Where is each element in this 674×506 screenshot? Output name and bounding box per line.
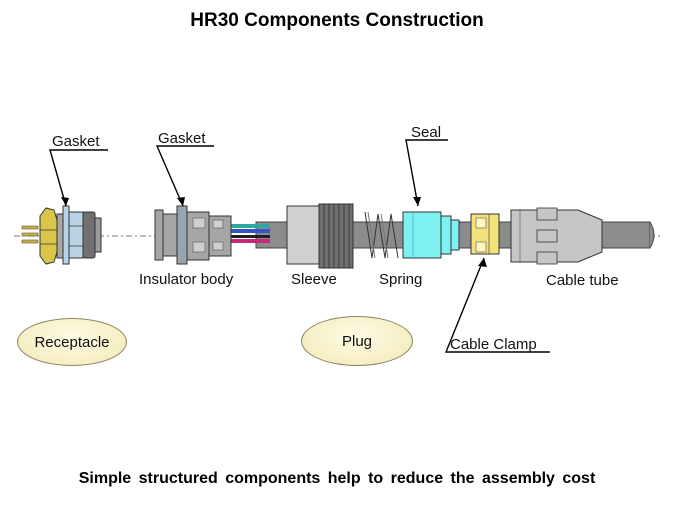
sleeve-part	[286, 203, 354, 269]
leader-arrowheads	[61, 197, 487, 267]
spring-part	[364, 211, 399, 259]
label-cable-clamp: Cable Clamp	[450, 336, 537, 353]
plug-gasket	[176, 205, 188, 265]
receptacle-gasket	[62, 205, 70, 265]
receptacle-rear-nut	[82, 211, 96, 259]
label-seal: Seal	[411, 124, 442, 141]
receptacle-pins	[21, 225, 39, 244]
plug-group-label: Plug	[341, 332, 373, 350]
receptacle-group-badge: Receptacle	[17, 318, 127, 366]
receptacle-part	[21, 205, 102, 265]
receptacle-group-label: Receptacle	[34, 333, 110, 351]
leader-gasket-receptacle	[49, 149, 108, 207]
receptacle-body	[68, 211, 84, 259]
label-sleeve: Sleeve	[291, 271, 337, 288]
receptacle-flange	[56, 213, 64, 259]
label-gasket-plug: Gasket	[158, 130, 206, 147]
seal-part	[402, 211, 460, 259]
footer-caption: Simple structured components help to red…	[78, 470, 596, 487]
label-gasket-receptacle: Gasket	[52, 133, 100, 150]
receptacle-hex-nut	[39, 207, 58, 265]
label-cable-tube: Cable tube	[546, 272, 619, 289]
cable-clamp-part	[470, 213, 500, 255]
plug-group-badge: Plug	[301, 316, 413, 366]
leader-gasket-plug	[155, 145, 214, 207]
leader-cable-clamp	[444, 257, 550, 353]
label-insulator-body: Insulator body	[139, 271, 234, 288]
insulator-body-part	[154, 205, 232, 265]
cable-tube-part	[510, 207, 603, 265]
leader-seal	[405, 139, 448, 207]
page-title: HR30 Components Construction	[190, 10, 484, 31]
leader-lines	[49, 139, 550, 353]
label-spring: Spring	[379, 271, 423, 288]
cable-end	[649, 221, 655, 249]
plug-wires	[230, 224, 270, 243]
